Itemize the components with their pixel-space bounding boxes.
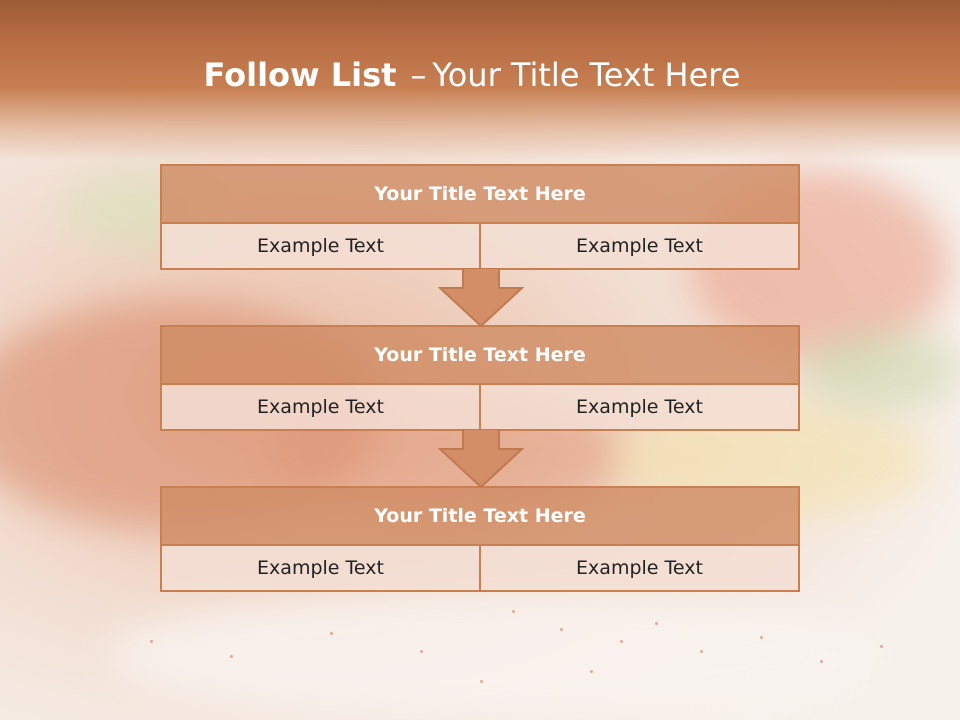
spice-speck [590, 670, 593, 673]
spice-speck [620, 640, 623, 643]
spice-speck [655, 622, 658, 625]
step-box-2: Your Title Text Here Example Text Exampl… [160, 325, 800, 431]
step-row: Example Text Example Text [162, 546, 798, 590]
step-row: Example Text Example Text [162, 385, 798, 429]
slide-title: Follow List–Your Title Text Here [0, 56, 944, 94]
slide-title-separator: – [410, 56, 427, 94]
step-cell-left: Example Text [162, 385, 481, 429]
spice-speck [820, 660, 823, 663]
step-heading: Your Title Text Here [162, 488, 798, 546]
step-row: Example Text Example Text [162, 224, 798, 268]
background-blur-shape [800, 330, 960, 410]
spice-speck [480, 680, 483, 683]
step-cell-left: Example Text [162, 546, 481, 590]
spice-speck [512, 610, 515, 613]
step-heading: Your Title Text Here [162, 327, 798, 385]
step-heading: Your Title Text Here [162, 166, 798, 224]
spice-speck [420, 650, 423, 653]
step-cell-right: Example Text [481, 224, 798, 268]
step-cell-right: Example Text [481, 546, 798, 590]
spice-speck [560, 628, 563, 631]
spice-speck [230, 655, 233, 658]
spice-speck [760, 636, 763, 639]
down-arrow-icon [438, 268, 524, 328]
down-arrow-icon [438, 429, 524, 489]
step-box-3: Your Title Text Here Example Text Exampl… [160, 486, 800, 592]
step-cell-right: Example Text [481, 385, 798, 429]
slide-title-rest: Your Title Text Here [432, 56, 741, 94]
spice-speck [880, 645, 883, 648]
spice-speck [330, 632, 333, 635]
spice-speck [700, 650, 703, 653]
slide-title-bold: Follow List [203, 56, 397, 94]
spice-speck [150, 640, 153, 643]
step-cell-left: Example Text [162, 224, 481, 268]
step-box-1: Your Title Text Here Example Text Exampl… [160, 164, 800, 270]
title-band [0, 0, 960, 160]
background-blur-shape [110, 590, 870, 720]
